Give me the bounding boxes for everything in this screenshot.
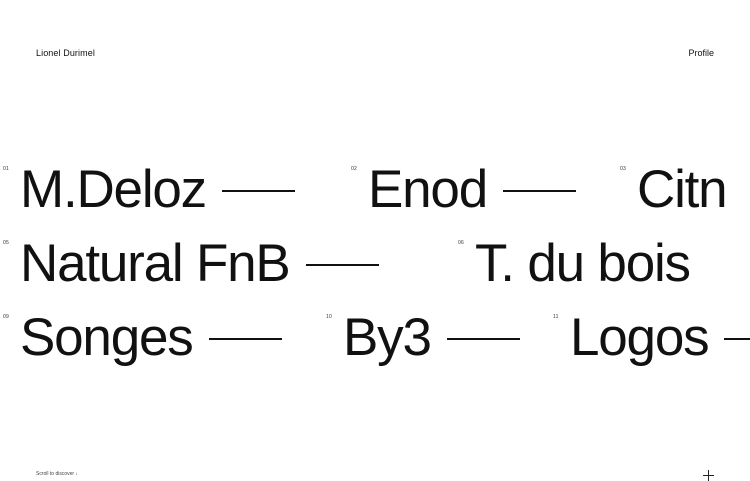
site-name-link[interactable]: Lionel Durimel xyxy=(36,48,95,58)
separator-dash xyxy=(724,338,750,340)
project-item-citn[interactable]: 03 Citn xyxy=(620,160,728,220)
project-number: 03 xyxy=(620,166,626,172)
separator-dash xyxy=(502,190,576,192)
project-title: Citn xyxy=(637,160,728,219)
project-number: 02 xyxy=(351,166,357,172)
project-item-mdeloz[interactable]: 01 M.Deloz xyxy=(3,160,295,220)
project-item-songes[interactable]: 09 Songes xyxy=(3,308,282,368)
project-title: Logos xyxy=(570,308,710,367)
profile-link[interactable]: Profile xyxy=(688,48,714,58)
project-row: 09 Songes 10 By3 11 Logos xyxy=(0,308,750,382)
separator-dash xyxy=(208,338,282,340)
project-row: 01 M.Deloz 02 Enod 03 Citn xyxy=(0,160,750,234)
project-item-by3[interactable]: 10 By3 xyxy=(326,308,520,368)
project-title: By3 xyxy=(343,308,432,367)
project-item-logos[interactable]: 11 Logos xyxy=(553,308,750,368)
separator-dash xyxy=(305,264,379,266)
project-number: 10 xyxy=(326,314,332,320)
project-item-enod[interactable]: 02 Enod xyxy=(351,160,576,220)
project-item-natural-fnb[interactable]: 05 Natural FnB xyxy=(3,234,379,294)
scroll-hint: Scroll to discover ↓ xyxy=(36,471,78,477)
project-number: 05 xyxy=(3,240,9,246)
project-number: 01 xyxy=(3,166,9,172)
project-title: Enod xyxy=(368,160,488,219)
project-number: 11 xyxy=(553,314,559,320)
separator-dash xyxy=(446,338,520,340)
project-title: Songes xyxy=(20,308,194,367)
project-number: 09 xyxy=(3,314,9,320)
project-item-t-du-bois[interactable]: 06 T. du bois xyxy=(458,234,691,294)
plus-icon[interactable] xyxy=(703,470,714,481)
project-row: 05 Natural FnB 06 T. du bois xyxy=(0,234,750,308)
separator-dash xyxy=(221,190,295,192)
project-list: 01 M.Deloz 02 Enod 03 Citn 05 Natural Fn… xyxy=(0,160,750,382)
project-title: M.Deloz xyxy=(20,160,207,219)
project-title: Natural FnB xyxy=(20,234,291,293)
project-title: T. du bois xyxy=(475,234,691,293)
project-number: 06 xyxy=(458,240,464,246)
